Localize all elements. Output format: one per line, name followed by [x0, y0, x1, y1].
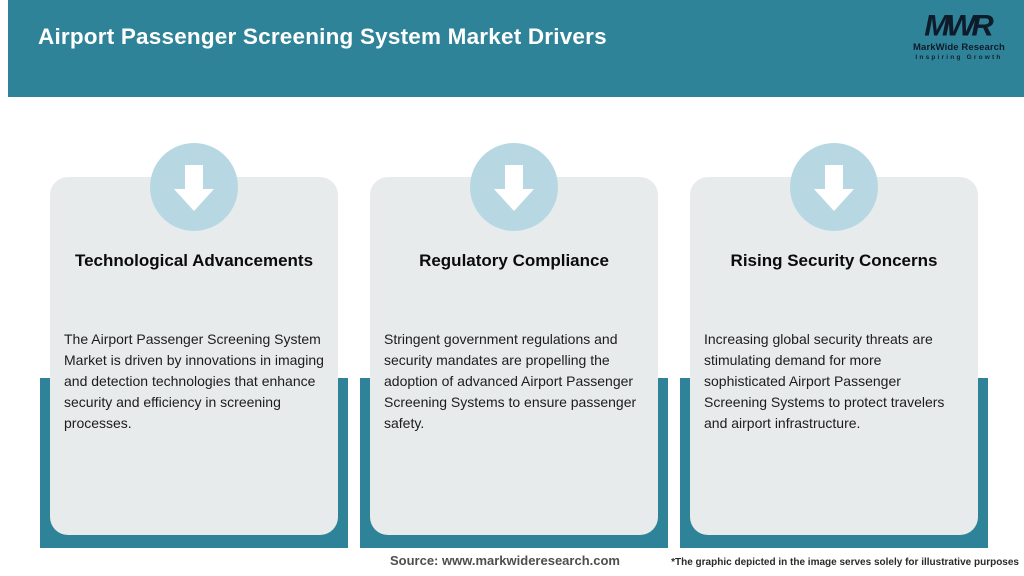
card-title: Regulatory Compliance	[419, 251, 609, 270]
logo-company-name: MarkWide Research	[913, 42, 1005, 53]
source-text: Source: www.markwideresearch.com	[389, 553, 620, 568]
logo-monogram: MWR	[924, 8, 993, 43]
card-description: Increasing global security threats are s…	[704, 331, 945, 431]
page-title: Airport Passenger Screening System Marke…	[38, 24, 607, 49]
disclaimer-text: *The graphic depicted in the image serve…	[671, 557, 1019, 568]
card-title: Technological Advancements	[74, 251, 314, 270]
driver-card-rising-security-concerns: Rising Security Concerns Increasing glob…	[690, 143, 978, 535]
card-description: Stringent government regulations and sec…	[384, 331, 637, 431]
driver-card-technological-advancements: Technological Advancements The Airport P…	[50, 143, 338, 535]
down-arrow-icon	[470, 143, 558, 231]
down-arrow-icon	[790, 143, 878, 231]
card-title: Rising Security Concerns	[730, 251, 938, 270]
logo-tagline: Inspiring Growth	[915, 53, 1003, 61]
down-arrow-icon	[150, 143, 238, 231]
driver-card-regulatory-compliance: Regulatory Compliance Stringent governme…	[370, 143, 658, 535]
header-banner: Airport Passenger Screening System Marke…	[8, 0, 1024, 97]
card-description: The Airport Passenger Screening System M…	[64, 331, 324, 431]
brand-logo: MWR MarkWide Research Inspiring Growth	[907, 10, 1011, 61]
